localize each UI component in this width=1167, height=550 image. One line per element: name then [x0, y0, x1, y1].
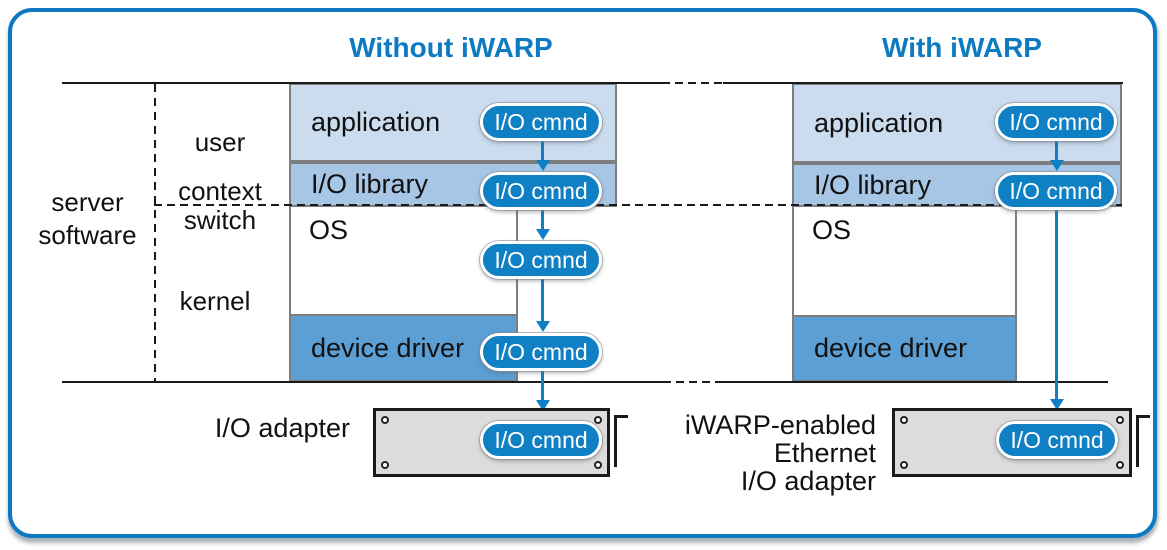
user-label: user	[194, 127, 246, 157]
iwarp-adapter-label-line3: I/O adapter	[740, 466, 876, 496]
diagram-frame	[8, 8, 1157, 538]
screw-icon	[900, 461, 908, 469]
screw-icon	[594, 416, 602, 424]
io-cmnd-pill: I/O cmnd	[480, 172, 602, 210]
os-label: OS	[309, 215, 349, 245]
server-software-label: server software	[38, 187, 137, 250]
os-label: OS	[812, 215, 852, 245]
server-software-dashed-divider	[154, 84, 156, 381]
device-driver-label: device driver	[814, 333, 968, 363]
io-cmnd-pill: I/O cmnd	[995, 172, 1117, 210]
screw-icon	[1116, 416, 1124, 424]
flow-arrow-line	[1055, 139, 1058, 161]
screw-icon	[381, 416, 389, 424]
arrow-down-icon	[536, 160, 550, 171]
io-cmnd-pill: I/O cmnd	[995, 103, 1117, 141]
os-left-border	[792, 206, 794, 317]
os-left-border	[289, 206, 291, 316]
switch-label: switch	[183, 205, 257, 235]
io-cmnd-pill: I/O cmnd	[480, 241, 602, 279]
io-adapter-label: I/O adapter	[214, 413, 350, 443]
io-cmnd-pill: I/O cmnd	[480, 103, 602, 141]
screw-icon	[900, 416, 908, 424]
application-label: application	[814, 107, 944, 138]
arrow-down-icon	[536, 400, 550, 411]
io-library-label: I/O library	[311, 169, 429, 199]
io-cmnd-pill: I/O cmnd	[996, 421, 1118, 459]
kernel-label: kernel	[179, 286, 251, 316]
device-driver-box: device driver	[792, 315, 1017, 382]
iwarp-adapter-label-line1: iWARP-enabled	[684, 410, 876, 440]
arrow-down-icon	[1050, 160, 1064, 171]
os-right-border	[1015, 206, 1017, 382]
os-right-border	[516, 206, 518, 382]
screw-icon	[381, 461, 389, 469]
panel-title-without-iwarp: Without iWARP	[349, 32, 553, 63]
flow-arrow-line	[541, 139, 544, 161]
bottom-boundary-dashed-break	[663, 381, 720, 383]
io-library-label: I/O library	[814, 169, 932, 200]
arrow-down-icon	[536, 321, 550, 332]
iwarp-adapter-label-line2: Ethernet	[773, 438, 876, 468]
io-cmnd-pill: I/O cmnd	[480, 333, 602, 371]
screw-icon	[1116, 461, 1124, 469]
panel-title-with-iwarp: With iWARP	[882, 32, 1042, 63]
flow-arrow-line	[541, 369, 544, 401]
io-cmnd-pill: I/O cmnd	[480, 421, 602, 459]
bottom-boundary-line	[62, 381, 663, 383]
bracket-icon	[614, 415, 628, 467]
context-label: context	[178, 176, 262, 206]
flow-arrow-line-bypass	[1055, 208, 1058, 400]
bottom-boundary-line	[720, 381, 1108, 383]
flow-arrow-line	[541, 208, 544, 230]
arrow-down-icon	[536, 229, 550, 240]
bracket-icon	[1136, 415, 1150, 467]
top-boundary-line	[723, 82, 1123, 84]
top-boundary-line	[62, 82, 662, 84]
context-switch-dashed-line	[154, 204, 1122, 206]
screw-icon	[594, 461, 602, 469]
application-label: application	[311, 107, 441, 137]
iwarp-adapter-label: iWARP-enabled Ethernet I/O adapter	[620, 411, 876, 495]
arrow-down-icon	[1050, 399, 1064, 410]
flow-arrow-line	[541, 277, 544, 322]
top-boundary-dashed-break	[662, 82, 723, 84]
device-driver-label: device driver	[311, 332, 465, 363]
